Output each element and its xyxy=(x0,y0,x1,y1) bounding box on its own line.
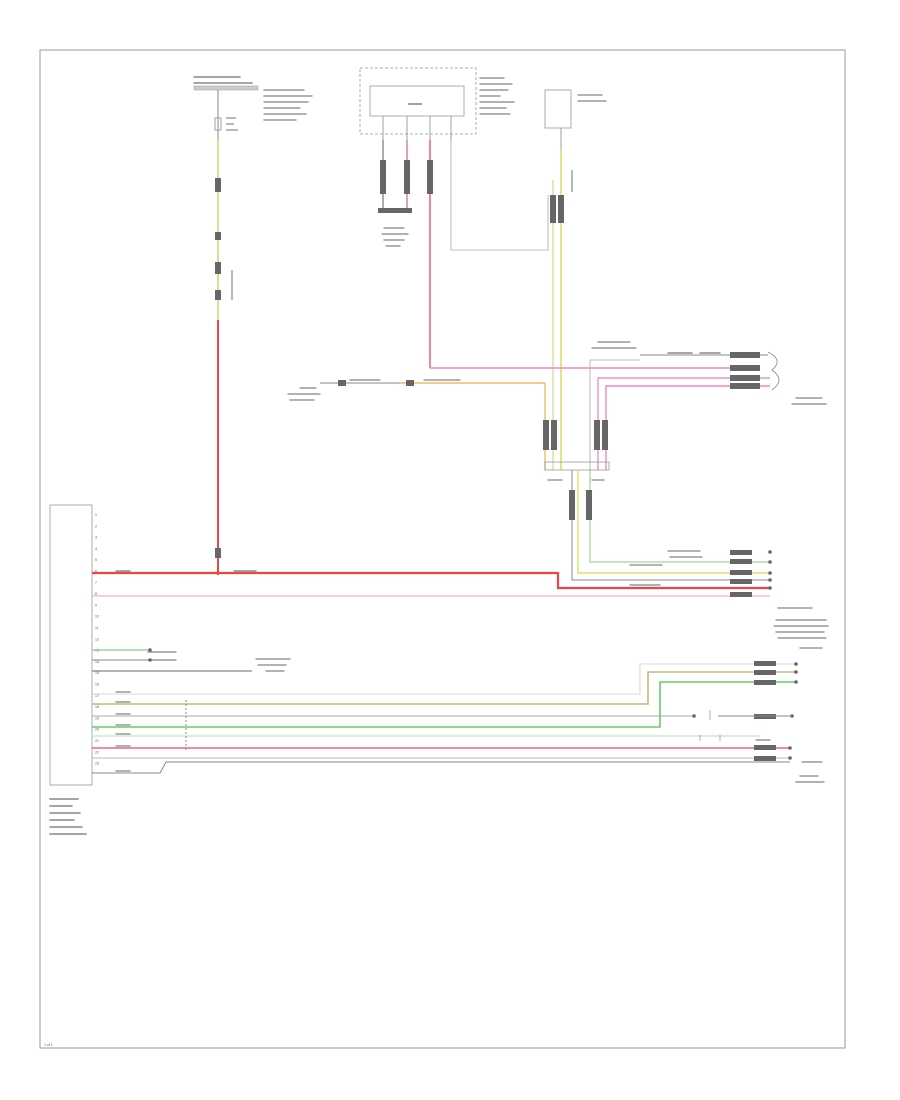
splice-markers xyxy=(338,380,414,386)
module-pin-number: 4 xyxy=(95,547,97,551)
sensor-connectors xyxy=(550,195,564,223)
module-pin-number: 19 xyxy=(95,716,99,720)
sensor-caption xyxy=(577,94,607,102)
bottom-right-ticks xyxy=(699,710,721,741)
ground-caption xyxy=(381,227,409,247)
sensor-box xyxy=(544,89,572,129)
bottom-left-dots xyxy=(148,648,152,662)
module-pin-number: 1 xyxy=(95,513,97,517)
wire-green-bottom xyxy=(92,681,796,728)
module-pin-number: 7 xyxy=(95,581,97,585)
module-pin-number: 15 xyxy=(95,671,99,675)
wire-tan-bottom xyxy=(92,671,796,705)
module-pin-number: 2 xyxy=(95,524,97,528)
right-harness-captions xyxy=(629,550,829,639)
control-unit-inner xyxy=(369,85,465,117)
fuse-wire-connectors xyxy=(215,178,221,558)
wire-yellow-mid-down xyxy=(577,470,770,574)
control-unit-outline xyxy=(359,67,477,135)
bottom-right-connector xyxy=(754,661,776,761)
diagram-frame xyxy=(39,49,846,1049)
module-pin-number: 8 xyxy=(95,592,97,596)
mid-down-connectors xyxy=(569,490,592,520)
mid-connector-block xyxy=(544,461,610,471)
wire-magenta-to-right-sensor xyxy=(597,377,770,470)
module-pin-number: 18 xyxy=(95,705,99,709)
fuse-notes xyxy=(263,89,313,121)
module-pin-number: 21 xyxy=(95,739,99,743)
right-harness-connector xyxy=(730,550,752,597)
bottom-right-dots xyxy=(692,662,798,760)
module-pin-number: 12 xyxy=(95,637,99,641)
bottom-left-labels xyxy=(147,651,291,672)
splice-caption xyxy=(287,379,461,401)
module-pin-number: 6 xyxy=(95,570,97,574)
control-unit-caption xyxy=(479,77,515,115)
wire-gray-right-sensor xyxy=(589,359,640,470)
fuse-block-caption xyxy=(193,76,253,84)
wire-gray-bottom-ground xyxy=(92,761,790,774)
module-pin-number: 10 xyxy=(95,615,99,619)
module-caption xyxy=(49,798,87,835)
module-pin-number: 17 xyxy=(95,694,99,698)
footer-code: 1 of 1 xyxy=(44,1043,53,1047)
right-sensor-plug xyxy=(767,351,780,391)
fuse-symbol xyxy=(214,90,238,140)
bottom-wire-labels xyxy=(115,691,771,772)
module-pin-number: 9 xyxy=(95,603,97,607)
module-pin-number: 23 xyxy=(95,762,99,766)
right-sensor-caption xyxy=(591,341,827,405)
wire-green-mid-down xyxy=(589,470,770,563)
control-unit-pins xyxy=(382,116,452,140)
module-pin-number: 16 xyxy=(95,683,99,687)
wire-gray-bottom-top xyxy=(92,663,796,695)
module-pin-number: 3 xyxy=(95,536,97,540)
wire-red-main xyxy=(92,571,770,590)
wire-gray-control-unit-loop xyxy=(450,140,549,251)
wire-pink-right-sensor-b xyxy=(605,385,770,470)
module-pin-number: 22 xyxy=(95,750,99,754)
ground-connectors xyxy=(378,160,412,213)
fuse-block-bar xyxy=(193,85,259,91)
module-pin-number: 11 xyxy=(95,626,99,630)
pink-wire-connector xyxy=(427,160,433,194)
module-pin-number: 20 xyxy=(95,728,99,732)
module-pin-number: 5 xyxy=(95,558,97,562)
right-harness-arrows xyxy=(768,550,772,590)
module-pin-number: 14 xyxy=(95,660,99,664)
right-sensor-connector xyxy=(730,352,760,389)
mid-connector-pins xyxy=(543,420,608,450)
control-module-box xyxy=(49,504,93,786)
bottom-right-captions xyxy=(795,647,825,783)
